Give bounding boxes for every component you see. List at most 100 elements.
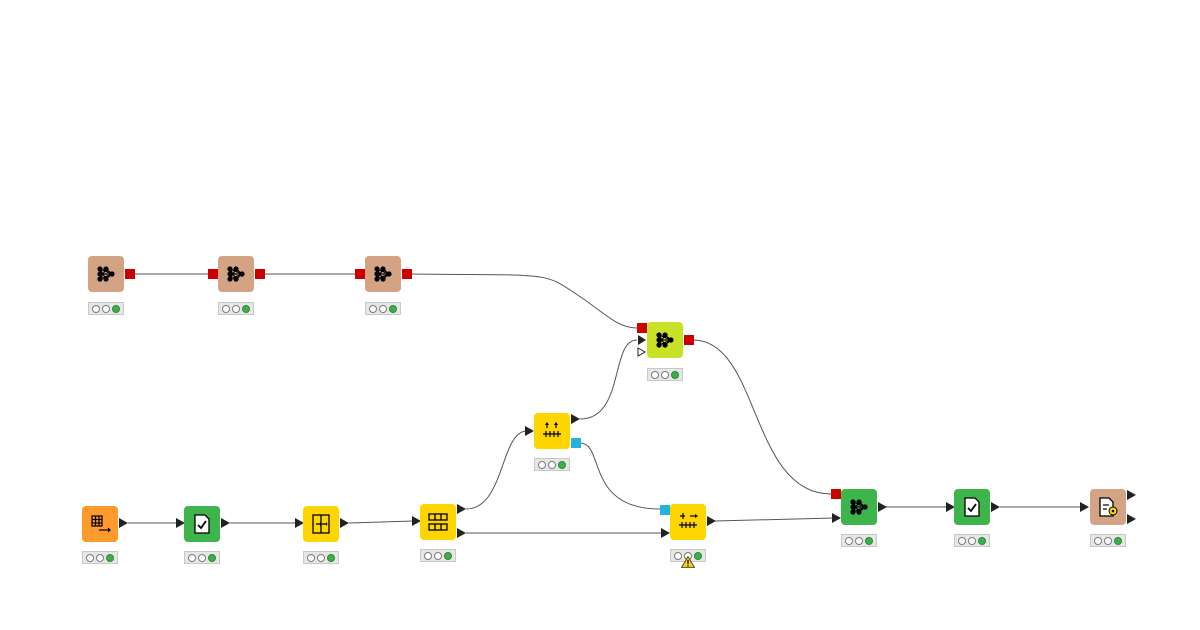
- node-status-lights: [670, 549, 706, 562]
- status-light-yellow: [548, 460, 556, 469]
- data-out-port-second[interactable]: [457, 528, 466, 538]
- status-light-green: [671, 370, 679, 379]
- node-status-lights: [1090, 534, 1126, 547]
- status-light-yellow: [968, 536, 976, 545]
- status-light-green: [694, 551, 702, 560]
- status-light-yellow: [232, 304, 240, 313]
- status-light-red: [424, 551, 432, 560]
- data-in-port[interactable]: [661, 528, 670, 538]
- connection-n10-n11: [714, 517, 835, 522]
- status-light-green: [389, 304, 397, 313]
- status-light-green: [242, 304, 250, 313]
- network-learner-node-2[interactable]: [218, 256, 254, 292]
- network-icon: [227, 266, 245, 282]
- status-light-green: [327, 553, 335, 562]
- model-in-port[interactable]: [637, 323, 647, 333]
- status-light-green: [444, 551, 452, 560]
- node-status-lights: [841, 534, 877, 547]
- connection-n9-n10: [579, 442, 661, 510]
- document-check-icon: [964, 497, 980, 517]
- status-light-green: [208, 553, 216, 562]
- status-light-green: [112, 304, 120, 313]
- normalizer-config-out-port[interactable]: [571, 438, 581, 448]
- status-light-yellow: [661, 370, 669, 379]
- status-light-red: [1094, 536, 1102, 545]
- normalizer-apply-icon: [679, 513, 698, 528]
- normalizer-node[interactable]: [534, 413, 570, 449]
- data-out-port[interactable]: [340, 518, 349, 528]
- normalizer-icon: [543, 422, 561, 437]
- connection-n7-n8: [348, 520, 415, 524]
- network-learner-node-3[interactable]: [365, 256, 401, 292]
- partitioning-node[interactable]: [420, 504, 456, 540]
- status-light-red: [845, 536, 853, 545]
- data-in-port[interactable]: [412, 516, 421, 526]
- data-out-port-second[interactable]: [1127, 514, 1136, 524]
- network-icon: [850, 499, 868, 515]
- model-out-port[interactable]: [125, 269, 135, 279]
- network-learner-node-1[interactable]: [88, 256, 124, 292]
- model-out-port[interactable]: [255, 269, 265, 279]
- partition-icon: [428, 513, 448, 531]
- network-learner-node-4[interactable]: [647, 322, 683, 358]
- data-in-port[interactable]: [295, 518, 304, 528]
- status-light-yellow: [1104, 536, 1112, 545]
- data-in-port[interactable]: [638, 335, 646, 345]
- status-light-red: [92, 304, 100, 313]
- data-out-port-first[interactable]: [457, 504, 466, 514]
- node-status-lights: [303, 551, 339, 564]
- normalizer-config-in-port[interactable]: [660, 505, 670, 515]
- status-light-yellow: [96, 553, 104, 562]
- data-out-port[interactable]: [878, 502, 887, 512]
- warning-icon[interactable]: [681, 556, 695, 568]
- data-in-port[interactable]: [832, 513, 841, 523]
- data-out-port-first[interactable]: [1127, 490, 1136, 500]
- data-out-port[interactable]: [119, 518, 128, 528]
- table-reader-node[interactable]: [82, 506, 118, 542]
- model-in-port[interactable]: [208, 269, 218, 279]
- status-light-red: [538, 460, 546, 469]
- model-in-port[interactable]: [831, 489, 841, 499]
- document-check-node-1[interactable]: [184, 506, 220, 542]
- network-icon: [374, 266, 392, 282]
- data-out-port[interactable]: [221, 518, 230, 528]
- model-out-port[interactable]: [684, 335, 694, 345]
- network-icon: [656, 332, 674, 348]
- column-filter-node[interactable]: [303, 506, 339, 542]
- network-icon: [97, 266, 115, 282]
- connection-n4-n11: [692, 339, 832, 495]
- data-in-port[interactable]: [946, 502, 955, 512]
- node-status-lights: [534, 458, 570, 471]
- status-light-yellow: [855, 536, 863, 545]
- status-light-red: [222, 304, 230, 313]
- node-status-lights: [365, 302, 401, 315]
- node-status-lights: [218, 302, 254, 315]
- node-status-lights: [954, 534, 990, 547]
- status-light-red: [369, 304, 377, 313]
- status-light-green: [106, 553, 114, 562]
- model-in-port[interactable]: [355, 269, 365, 279]
- optional-in-port[interactable]: [637, 347, 647, 357]
- model-out-port[interactable]: [402, 269, 412, 279]
- node-status-lights: [184, 551, 220, 564]
- status-light-red: [674, 551, 682, 560]
- data-out-port[interactable]: [707, 516, 716, 526]
- status-light-yellow: [317, 553, 325, 562]
- status-light-green: [978, 536, 986, 545]
- document-check-node-2[interactable]: [954, 489, 990, 525]
- data-in-port[interactable]: [1080, 502, 1089, 512]
- connection-n8-n9: [465, 430, 528, 510]
- status-light-yellow: [102, 304, 110, 313]
- model-writer-node[interactable]: [1090, 489, 1126, 525]
- node-status-lights: [82, 551, 118, 564]
- data-out-port[interactable]: [991, 502, 1000, 512]
- status-light-red: [188, 553, 196, 562]
- network-predictor-node[interactable]: [841, 489, 877, 525]
- normalizer-apply-node[interactable]: [670, 504, 706, 540]
- data-in-port[interactable]: [525, 426, 534, 436]
- data-out-port[interactable]: [571, 414, 580, 424]
- data-in-port[interactable]: [176, 518, 185, 528]
- table-reader-icon: [91, 515, 111, 533]
- column-filter-icon: [312, 514, 330, 534]
